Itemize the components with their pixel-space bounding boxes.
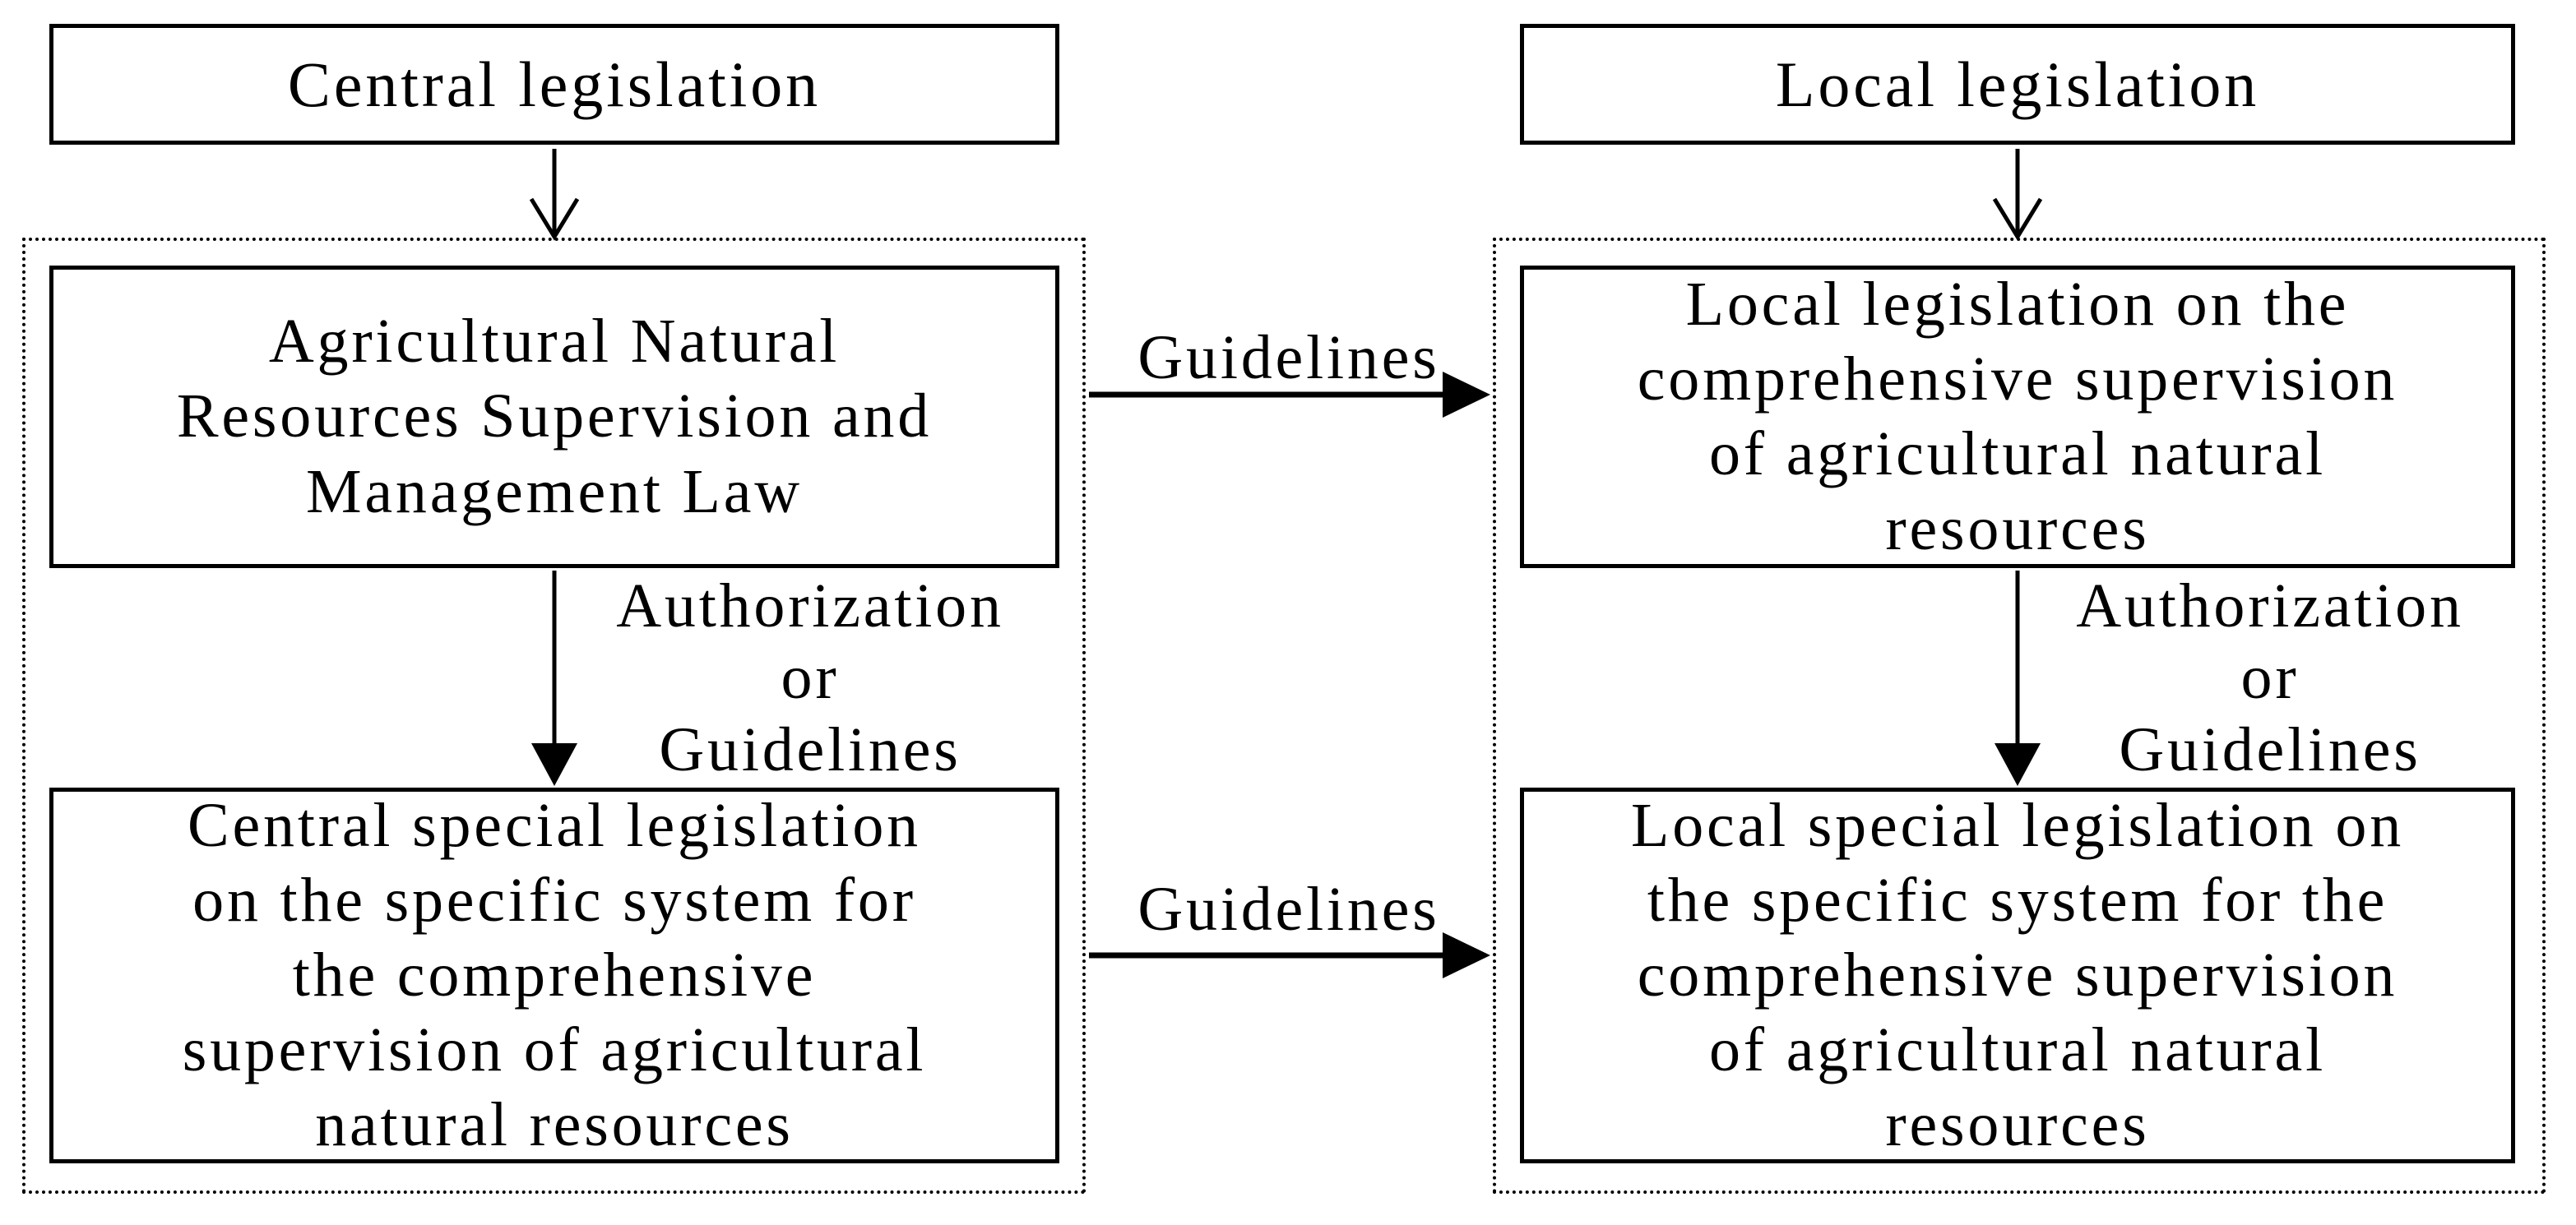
edge-label-authorization-left: Authorization or Guidelines	[616, 571, 1004, 784]
node-local-comprehensive-legislation: Local legislation on the comprehensive s…	[1520, 266, 2515, 568]
edge-label-guidelines-top: Guidelines	[1137, 323, 1440, 392]
node-central-legislation: Central legislation	[49, 24, 1059, 145]
node-central-special-legislation: Central special legislation on the speci…	[49, 788, 1059, 1163]
node-local-legislation: Local legislation	[1520, 24, 2515, 145]
arrow-local-to-comprehensive	[1992, 149, 2043, 241]
edge-label-authorization-right: Authorization or Guidelines	[2076, 571, 2464, 784]
node-local-special-legislation: Local special legislation on the specifi…	[1520, 788, 2515, 1163]
node-agricultural-natural-resources-law: Agricultural Natural Resources Supervisi…	[49, 266, 1059, 568]
arrow-central-to-agri-law	[529, 149, 580, 241]
edge-label-guidelines-bottom: Guidelines	[1137, 875, 1440, 944]
